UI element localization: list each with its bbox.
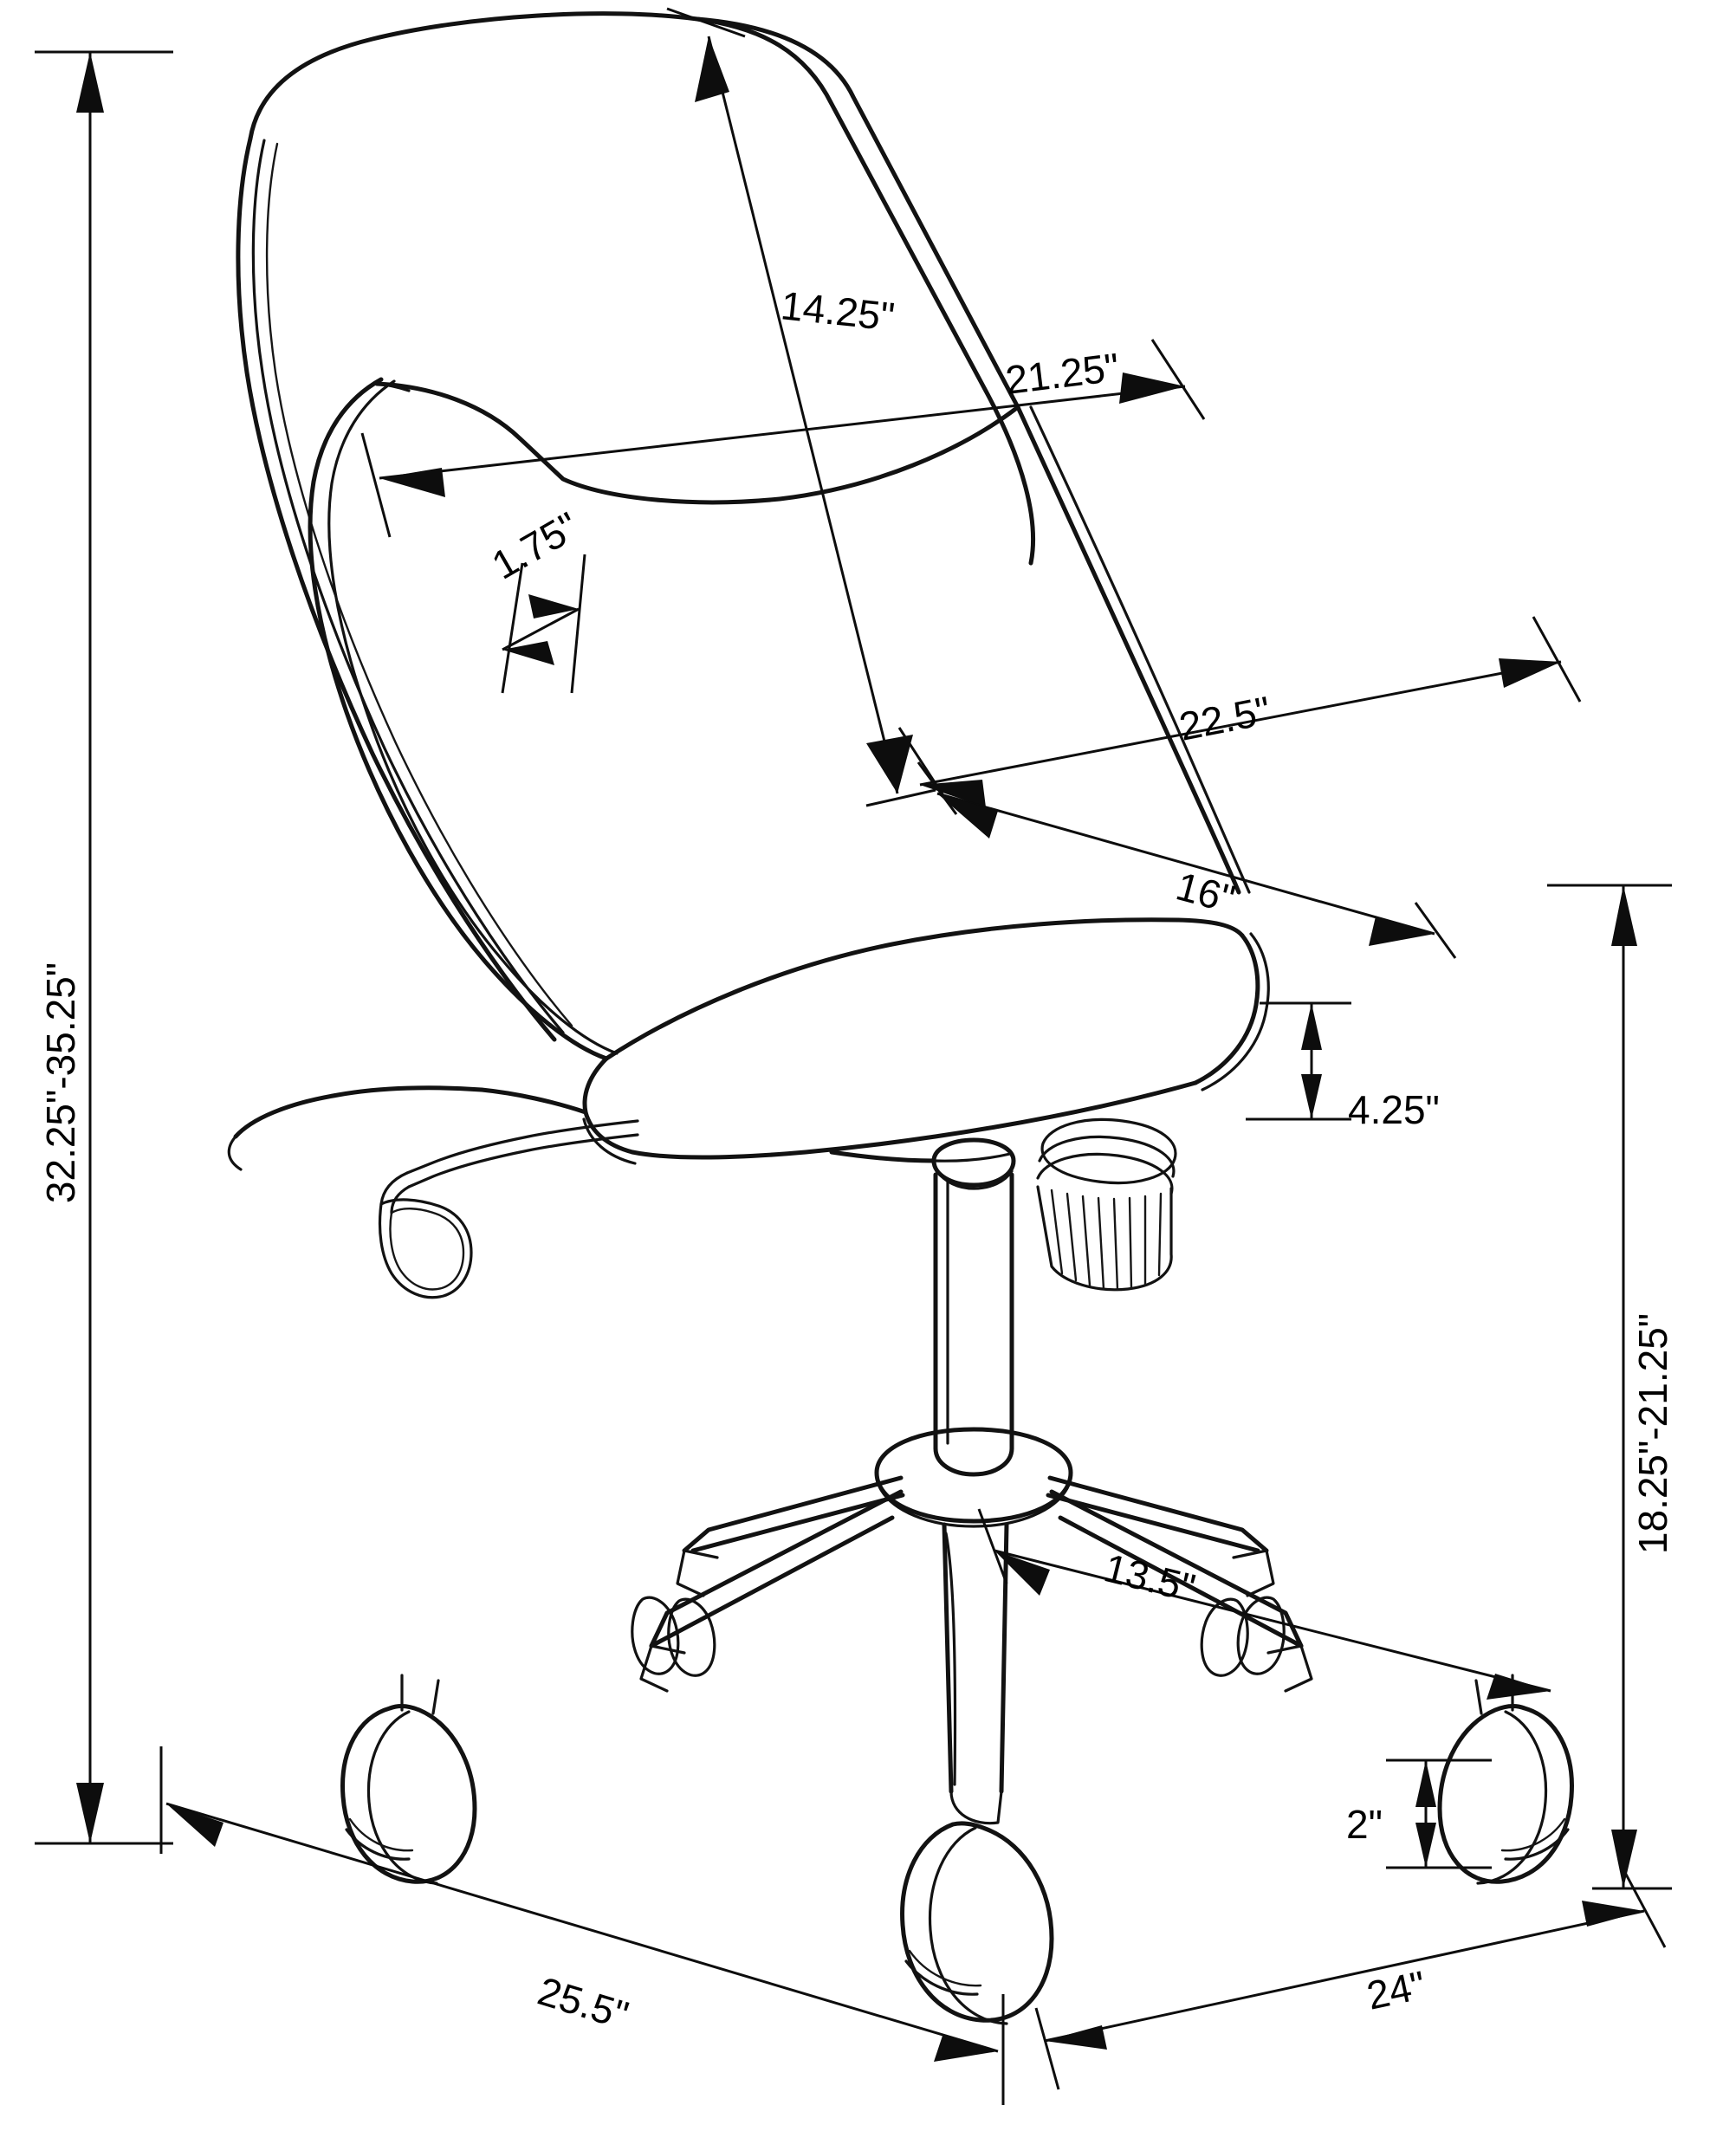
ext-tick-left <box>360 432 392 538</box>
arrow-right <box>528 594 579 619</box>
ext-tick-top <box>666 7 746 38</box>
gas-cylinder <box>931 1137 1016 1477</box>
dimension-label-seat-width: 22.5" <box>1176 688 1274 749</box>
casters <box>340 1596 1574 2025</box>
caster-upper-left <box>631 1596 716 1677</box>
ext-tick-outer <box>570 554 586 694</box>
dimension-seat-width: 22.5" <box>897 616 1582 807</box>
caster-back-left <box>340 1674 477 1885</box>
dimension-label-seat-thickness: 4.25" <box>1348 1087 1440 1132</box>
arrow-up <box>1415 1760 1436 1807</box>
arrow-down <box>1611 1830 1637 1888</box>
dimension-label-backrest-width: 21.25" <box>1003 344 1122 403</box>
arrow-left <box>379 468 445 497</box>
dimension-backrest-height: 14.25" <box>666 7 936 807</box>
arrow-up <box>1611 885 1637 946</box>
ext-tick-back <box>917 761 958 815</box>
arrow-front <box>1369 917 1435 946</box>
arrow-left <box>1045 2025 1107 2050</box>
arrow-up <box>76 52 104 113</box>
arrow-down <box>1301 1074 1322 1119</box>
arrow-left <box>502 641 554 665</box>
dimension-overall-height: 32.25"-35.25" <box>35 50 173 1845</box>
ext-tick-inner <box>501 562 524 694</box>
dimension-label-caster-height: 2" <box>1346 1802 1383 1847</box>
height-adjustment-lever[interactable] <box>378 1119 639 1299</box>
dimension-seat-thickness: 4.25" <box>1246 1001 1440 1132</box>
ext-tick-hub <box>977 1508 1008 1584</box>
arrow-right <box>1499 658 1561 688</box>
arrow-top <box>695 36 729 102</box>
dim-line-diagonal <box>1044 1909 1645 2043</box>
dimension-label-base-radius: 13.5" <box>1100 1545 1200 1610</box>
arrow-bottom <box>866 735 913 793</box>
dimension-seat-height: 18.25"-21.25" <box>1547 884 1675 1890</box>
ext-tick-right <box>1622 1869 1667 1948</box>
dimension-caster-height: 2" <box>1346 1759 1492 1869</box>
arrow-back <box>937 793 998 839</box>
dimension-label-armrest-thickness: 1.75" <box>484 503 586 588</box>
dimension-label-seat-height: 18.25"-21.25" <box>1630 1313 1675 1554</box>
star-base <box>639 1427 1313 1825</box>
arrow-up <box>1301 1003 1322 1050</box>
seat-cushion <box>479 917 1270 1165</box>
dim-line-diagonal <box>165 1802 999 2053</box>
ext-tick-left <box>1034 2007 1060 2090</box>
backrest-seam <box>374 381 1020 505</box>
dim-line-diagonal <box>707 36 899 794</box>
dim-line-short <box>502 607 580 651</box>
dimension-footprint-depth: 25.5" <box>159 1746 1005 2105</box>
arrow-caster <box>1487 1674 1551 1700</box>
ext-tick-front <box>1414 902 1457 959</box>
dim-line-diagonal <box>936 792 1435 936</box>
tilt-tension-knob[interactable] <box>1036 1117 1177 1292</box>
dimension-label-footprint-depth: 25.5" <box>533 1968 633 2038</box>
ext-tick-right <box>1532 616 1582 703</box>
dim-line-diagonal <box>379 385 1186 480</box>
seat-mechanism <box>829 1150 1012 1163</box>
arrow-left <box>166 1804 223 1847</box>
arrow-right <box>934 2036 998 2062</box>
backrest-outline <box>236 11 1251 1042</box>
seat-side-panel <box>227 1085 484 1171</box>
dimension-label-backrest-height: 14.25" <box>779 282 897 339</box>
backrest-inner-edge <box>308 377 619 1061</box>
caster-upper-right <box>1200 1596 1286 1677</box>
dimension-armrest-thickness: 1.75" <box>484 503 586 694</box>
arrow-down <box>1415 1823 1436 1868</box>
arrow-right <box>1119 372 1185 404</box>
ext-tick-right <box>1150 339 1206 420</box>
dimension-footprint-width: 24" <box>1034 1869 1667 2090</box>
ext-tick-bottom <box>865 788 936 807</box>
arrow-right <box>1582 1901 1644 1927</box>
dim-line-diagonal <box>919 660 1562 787</box>
arrow-down <box>76 1783 104 1843</box>
arrow-hub <box>994 1551 1050 1596</box>
caster-back-right <box>1437 1674 1574 1885</box>
dim-line-diagonal <box>994 1549 1551 1693</box>
caster-front-center <box>900 1821 1054 2025</box>
dimension-label-overall-height: 32.25"-35.25" <box>38 962 83 1203</box>
